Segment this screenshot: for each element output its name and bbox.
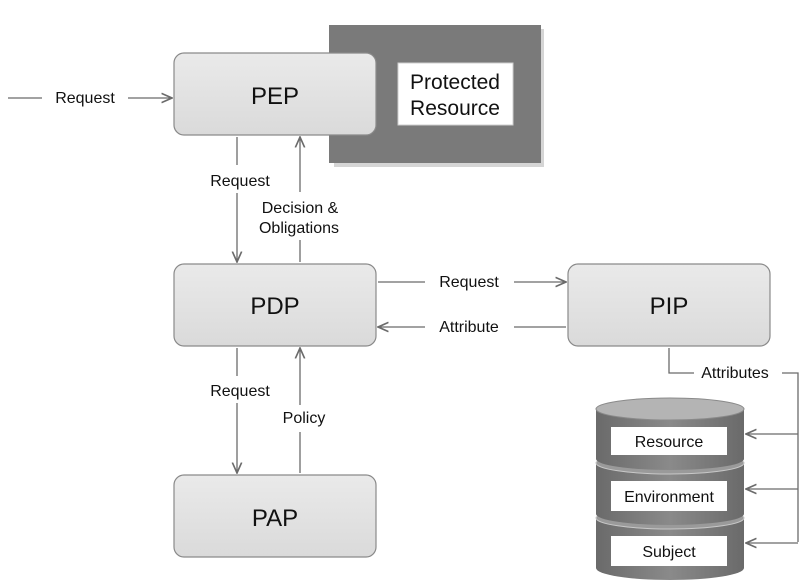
protected-resource-label-box — [397, 62, 514, 126]
pdp-node: PDP — [173, 263, 377, 347]
edge-pdp-pap-request-label: Request — [210, 383, 270, 400]
database-top — [595, 397, 745, 421]
edge-pdp-pip-request-label: Request — [439, 274, 499, 291]
pep-box — [173, 52, 377, 136]
pep-node: PEP — [173, 52, 377, 136]
edge-pdp-pip-request: Request — [378, 274, 566, 291]
pep-label: PEP — [251, 83, 299, 110]
database-label-subject: Subject — [642, 544, 696, 561]
database-label-environment: Environment — [624, 489, 714, 506]
edge-pip-pdp-attribute: Attribute — [378, 319, 566, 336]
edge-external-request: Request — [8, 90, 172, 107]
database-label-box-subject — [611, 536, 727, 566]
edge-decision-label-line1: Decision & — [262, 200, 339, 217]
database-label-resource: Resource — [635, 434, 704, 451]
pdp-label: PDP — [250, 293, 299, 320]
edge-pip-attributes: Attributes — [668, 348, 799, 543]
edge-external-request-label: Request — [55, 90, 115, 107]
attribute-database: Resource Environment Subject — [595, 397, 745, 580]
pip-box — [567, 263, 771, 347]
edge-pep-pdp-request: Request — [210, 137, 270, 262]
pap-node: PAP — [173, 474, 377, 558]
protected-resource-label-line1: Protected — [410, 71, 500, 94]
edge-pdp-pep-decision: Decision & Obligations — [259, 137, 339, 262]
edge-pip-attributes-label: Attributes — [701, 365, 769, 382]
pap-label: PAP — [252, 505, 298, 532]
edge-pap-pdp-policy: Policy — [283, 348, 326, 473]
database-label-box-environment — [611, 481, 727, 511]
pap-box — [173, 474, 377, 558]
edge-decision-label-line2: Obligations — [259, 220, 339, 237]
protected-resource-label-line2: Resource — [410, 97, 500, 120]
database-label-box-resource — [611, 427, 727, 455]
edge-pap-pdp-policy-label: Policy — [283, 410, 326, 427]
edge-pep-pdp-request-label: Request — [210, 173, 270, 190]
pdp-box — [173, 263, 377, 347]
protected-resource: Protected Resource — [329, 25, 544, 167]
pip-label: PIP — [650, 293, 689, 320]
pip-node: PIP — [567, 263, 771, 347]
edge-pip-pdp-attribute-label: Attribute — [439, 319, 499, 336]
edge-pdp-pap-request: Request — [210, 348, 270, 473]
